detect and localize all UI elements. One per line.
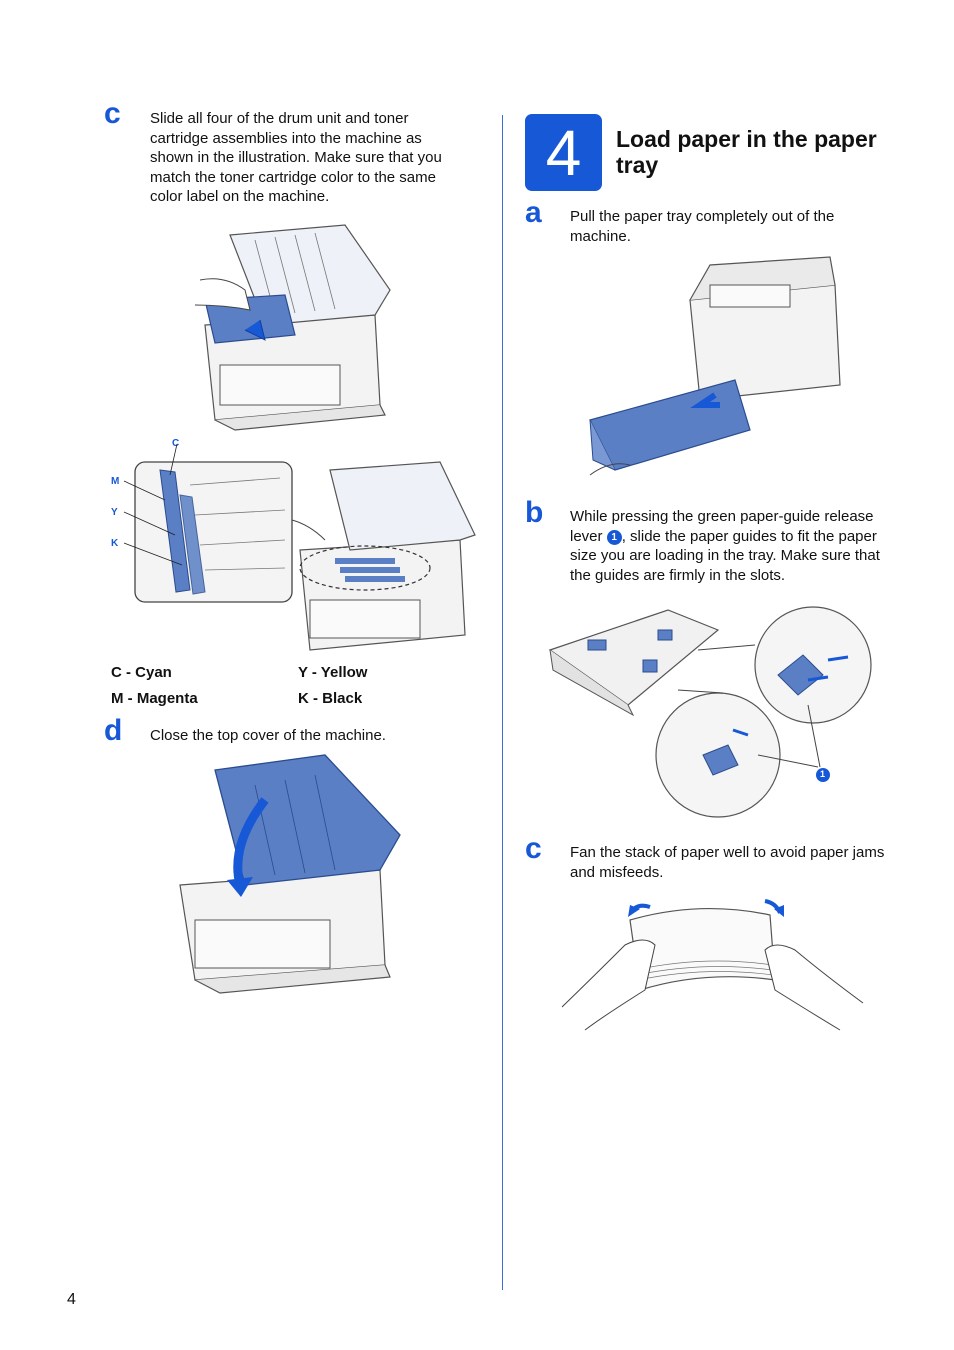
page-number: 4 [67,1291,76,1308]
callout-k: K [111,538,119,549]
section-title: Load paper in the paper tray [616,126,877,178]
step-d-text: Close the top cover of the machine. [150,727,386,744]
drum-insert-illustration [194,224,391,431]
fan-paper-illustration [561,899,864,1031]
step-letter-c-left: c [104,97,121,130]
legend-black: K - Black [298,690,363,707]
step-c-left-text: Slide all four of the drum unit and tone… [150,110,442,205]
column-divider [502,115,503,1290]
callout-m: M [111,476,120,487]
step-b-text-after: , slide the paper guides to fit the pape… [570,527,880,584]
step-b-text: While pressing the green paper-guide rel… [570,507,900,585]
step-a-text: Pull the paper tray completely out of th… [570,208,835,245]
pull-tray-illustration [589,256,841,476]
step-letter-d: d [104,714,123,747]
callout-1: 1 [820,769,826,779]
step-c-right-text: Fan the stack of paper well to avoid pap… [570,844,885,881]
step-letter-b: b [525,496,544,529]
step-letter-a: a [525,196,542,229]
callout-y: Y [111,507,118,518]
step-letter-c-right: c [525,832,542,865]
drum-colors-illustration [123,443,476,651]
legend-cyan: C - Cyan [111,664,172,681]
lever-number-badge: 1 [606,529,622,545]
close-cover-illustration [179,754,401,994]
paper-guides-illustration [548,606,872,818]
callout-c: C [172,438,180,449]
legend-yellow: Y - Yellow [298,664,368,681]
step-number-badge: 4 [525,114,602,191]
legend-magenta: M - Magenta [111,690,198,707]
step-b-text-before: While pressing the green paper-guide rel… [570,508,874,545]
